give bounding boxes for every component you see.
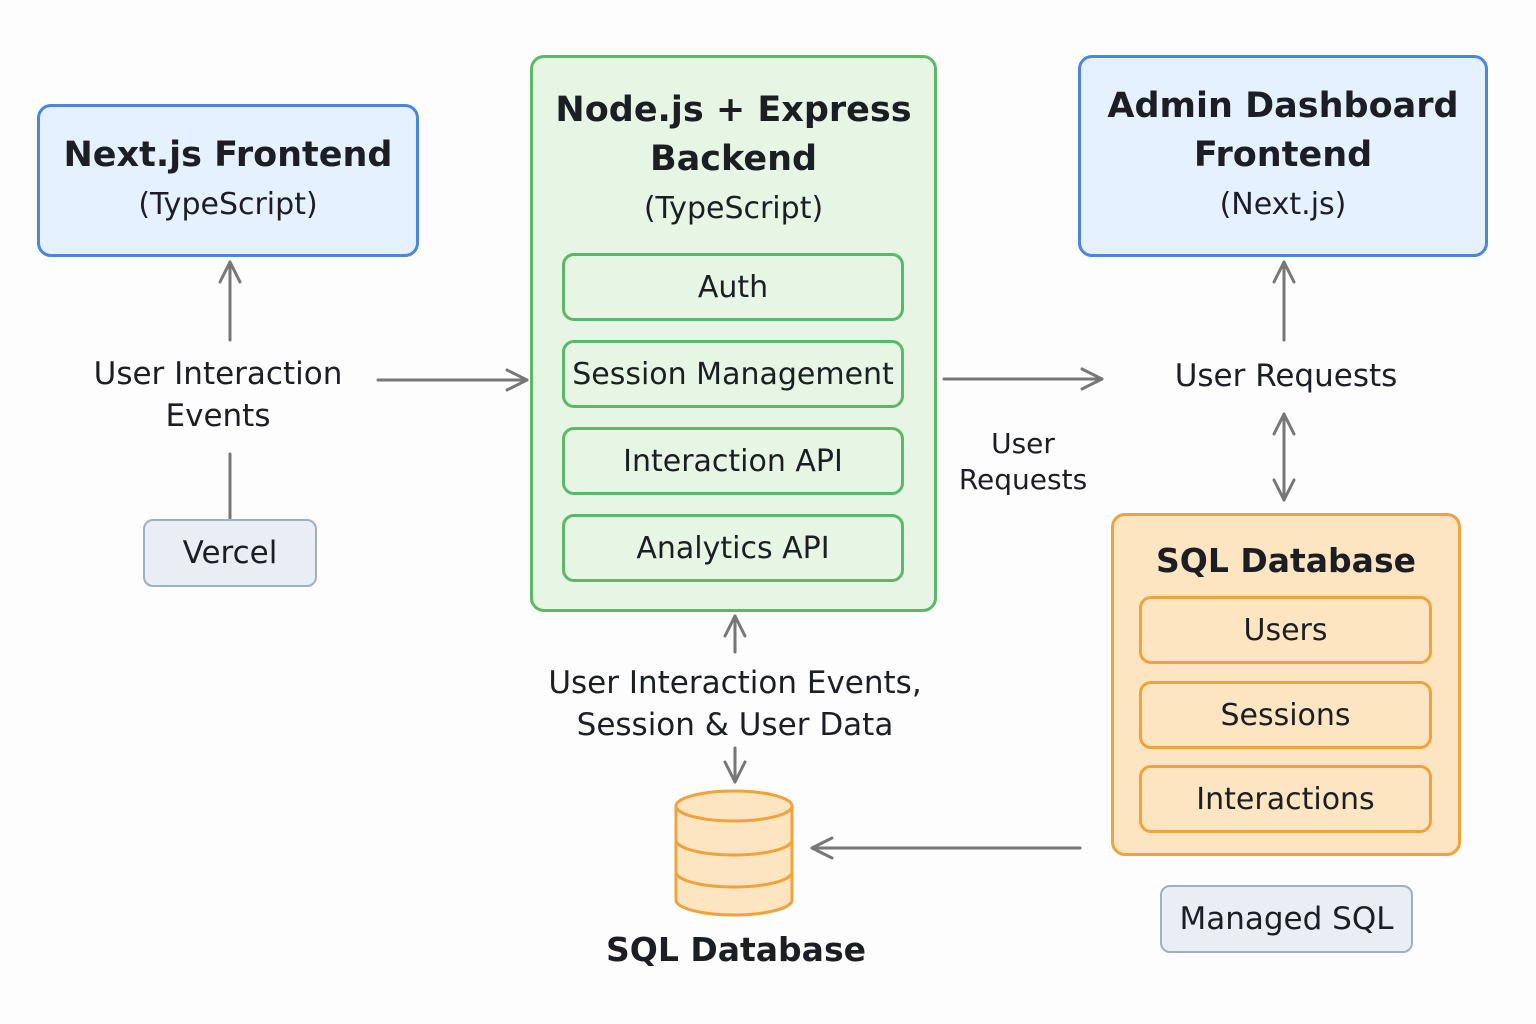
managed-sql-box: Managed SQL	[1160, 885, 1413, 953]
admin-dashboard-title-line1: Admin Dashboard	[1107, 86, 1459, 126]
table-interactions: Interactions	[1139, 765, 1432, 833]
backend-subtitle: (TypeScript)	[643, 191, 824, 226]
nextjs-frontend-box: Next.js Frontend (TypeScript)	[37, 104, 419, 257]
user-requests-mid-label: User Requests	[942, 426, 1104, 498]
database-cylinder-icon	[674, 789, 794, 917]
user-interaction-events-line1: User Interaction	[93, 356, 343, 392]
user-interaction-events-label: User Interaction Events	[60, 353, 376, 437]
sql-database-box-title: SQL Database	[1156, 541, 1416, 580]
user-requests-mid-line2: Requests	[958, 463, 1088, 496]
vercel-label: Vercel	[182, 535, 278, 571]
module-interaction-api: Interaction API	[562, 427, 904, 495]
managed-sql-label: Managed SQL	[1179, 901, 1394, 937]
data-flow-label: User Interaction Events, Session & User …	[520, 662, 950, 746]
data-flow-line2: Session & User Data	[576, 707, 894, 743]
backend-title-line1: Node.js + Express	[555, 90, 912, 130]
table-users: Users	[1139, 596, 1432, 664]
backend-header: Node.js + Express Backend (TypeScript)	[533, 86, 934, 234]
user-requests-right-label: User Requests	[1174, 358, 1398, 394]
admin-dashboard-title-line2: Frontend	[1193, 135, 1373, 175]
user-interaction-events-line2: Events	[165, 398, 271, 434]
nextjs-frontend-subtitle: (TypeScript)	[138, 187, 318, 222]
module-analytics-api: Analytics API	[562, 514, 904, 582]
admin-dashboard-subtitle: (Next.js)	[1219, 187, 1347, 222]
module-session-management: Session Management	[562, 340, 904, 408]
db-icon-label: SQL Database	[606, 930, 866, 969]
backend-title-line2: Backend	[649, 139, 818, 179]
nextjs-frontend-title: Next.js Frontend	[63, 135, 393, 175]
table-sessions: Sessions	[1139, 681, 1432, 749]
module-auth: Auth	[562, 253, 904, 321]
vercel-box: Vercel	[143, 519, 317, 587]
user-requests-mid-line1: User	[991, 427, 1055, 460]
data-flow-line1: User Interaction Events,	[548, 665, 922, 701]
admin-dashboard-box: Admin Dashboard Frontend (Next.js)	[1078, 55, 1488, 257]
